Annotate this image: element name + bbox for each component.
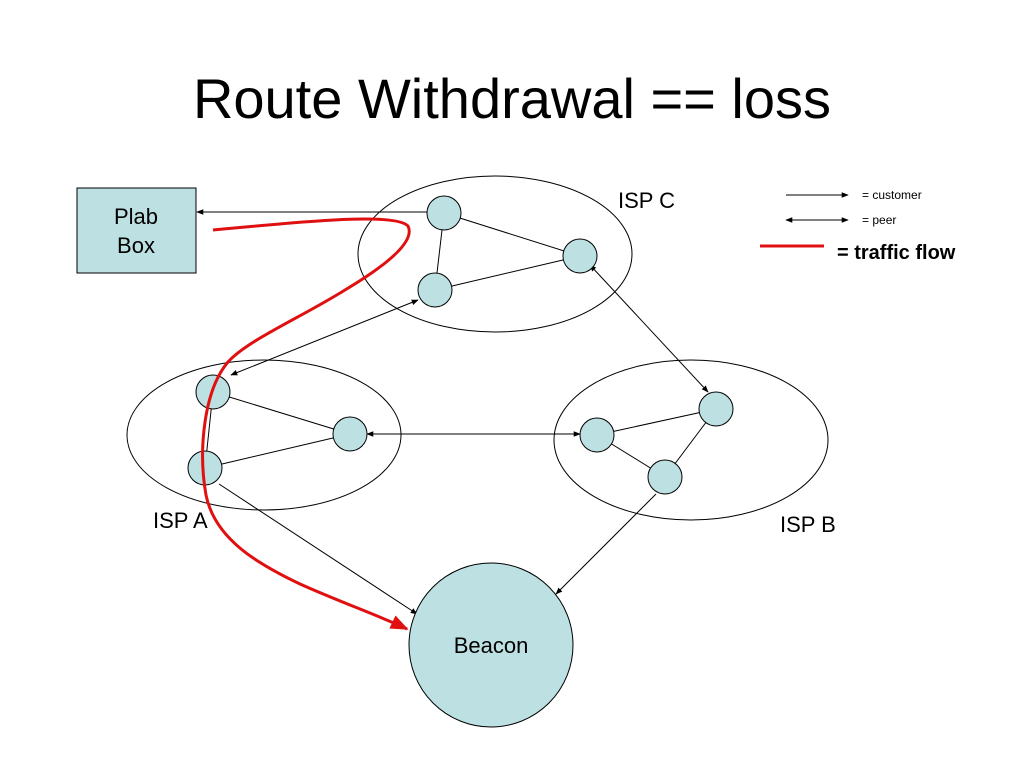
customer-arrow-b-to-beacon bbox=[555, 493, 657, 595]
router-b1 bbox=[579, 417, 615, 453]
isp-b-label: ISP B bbox=[780, 512, 836, 537]
isp-c-label: ISP C bbox=[618, 188, 675, 213]
isp-c-region bbox=[357, 175, 633, 333]
router-c1 bbox=[426, 195, 462, 231]
router-c2 bbox=[562, 238, 598, 274]
router-b3 bbox=[647, 459, 683, 495]
plab-box-label-line2: Box bbox=[117, 233, 155, 258]
traffic-flow-path bbox=[201, 217, 411, 631]
router-c3 bbox=[417, 272, 453, 308]
plab-box bbox=[76, 187, 197, 274]
link-c3-c2 bbox=[434, 255, 581, 291]
peer-arrow-c-b bbox=[589, 264, 709, 393]
link-a1-a2 bbox=[212, 391, 351, 435]
legend: = customer = peer = traffic flow bbox=[760, 188, 956, 264]
isp-a-label: ISP A bbox=[153, 508, 208, 533]
peer-arrow-a-c bbox=[230, 299, 419, 376]
slide-title: Route Withdrawal == loss bbox=[193, 67, 831, 130]
plab-box-label-line1: Plab bbox=[114, 204, 158, 229]
router-nodes bbox=[187, 195, 734, 495]
intra-isp-links bbox=[204, 212, 717, 478]
customer-arrow-a-to-beacon bbox=[218, 483, 418, 615]
link-a3-a2 bbox=[204, 433, 351, 469]
inter-domain-arrows bbox=[196, 209, 709, 615]
legend-peer-label: = peer bbox=[862, 213, 896, 227]
link-c1-c2 bbox=[443, 212, 581, 257]
legend-traffic-label: = traffic flow bbox=[837, 242, 956, 264]
router-a2 bbox=[332, 416, 368, 452]
beacon-node bbox=[408, 562, 574, 728]
link-b1-b2 bbox=[596, 408, 717, 436]
router-b2 bbox=[698, 391, 734, 427]
beacon-label: Beacon bbox=[454, 633, 529, 658]
legend-customer-label: = customer bbox=[862, 188, 922, 202]
